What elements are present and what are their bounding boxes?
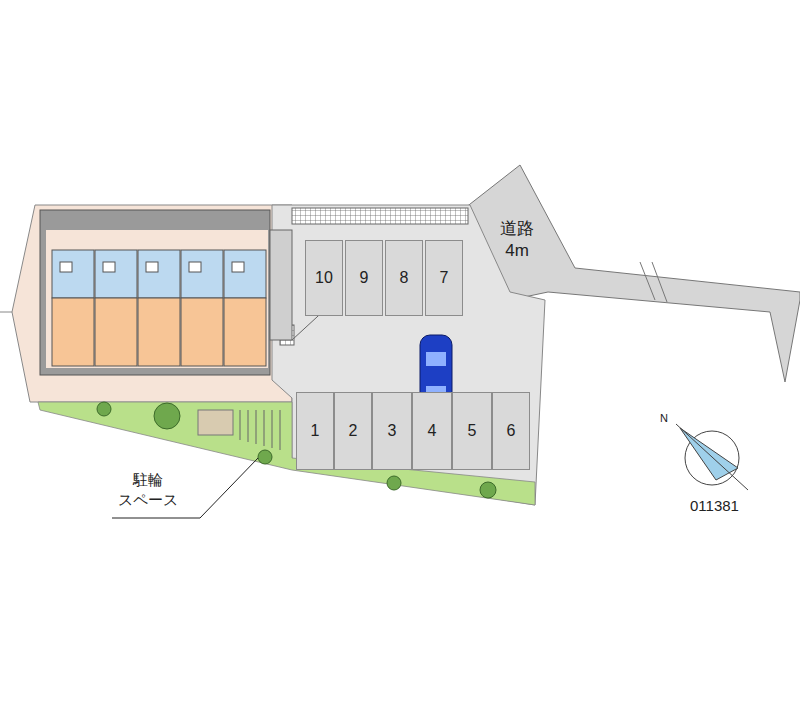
stall-number: 4: [428, 422, 437, 440]
parking-stall: 4: [412, 392, 452, 470]
parking-stall: 9: [345, 240, 383, 316]
stall-number: 6: [507, 422, 516, 440]
parking-stall: 2: [334, 392, 372, 470]
road-label: 道路 4m: [500, 218, 534, 262]
stall-number: 3: [388, 422, 397, 440]
parking-stall: 8: [385, 240, 423, 316]
bicycle-space-callout: 駐輪 スペース: [118, 470, 178, 511]
parking-stall: 5: [452, 392, 492, 470]
north-mark: N: [660, 412, 668, 424]
stall-number: 9: [360, 269, 369, 287]
stall-number: 1: [311, 422, 320, 440]
stall-number: 10: [315, 269, 333, 287]
stall-number: 8: [400, 269, 409, 287]
property-code: 011381: [690, 497, 739, 515]
parking-stall: 3: [372, 392, 412, 470]
stall-number: 2: [349, 422, 358, 440]
parking-stall: 1: [296, 392, 334, 470]
stall-number: 7: [440, 269, 449, 287]
parking-stall: 7: [425, 240, 463, 316]
parking-stall: 10: [305, 240, 343, 316]
parking-stall: 6: [492, 392, 530, 470]
stall-number: 5: [468, 422, 477, 440]
